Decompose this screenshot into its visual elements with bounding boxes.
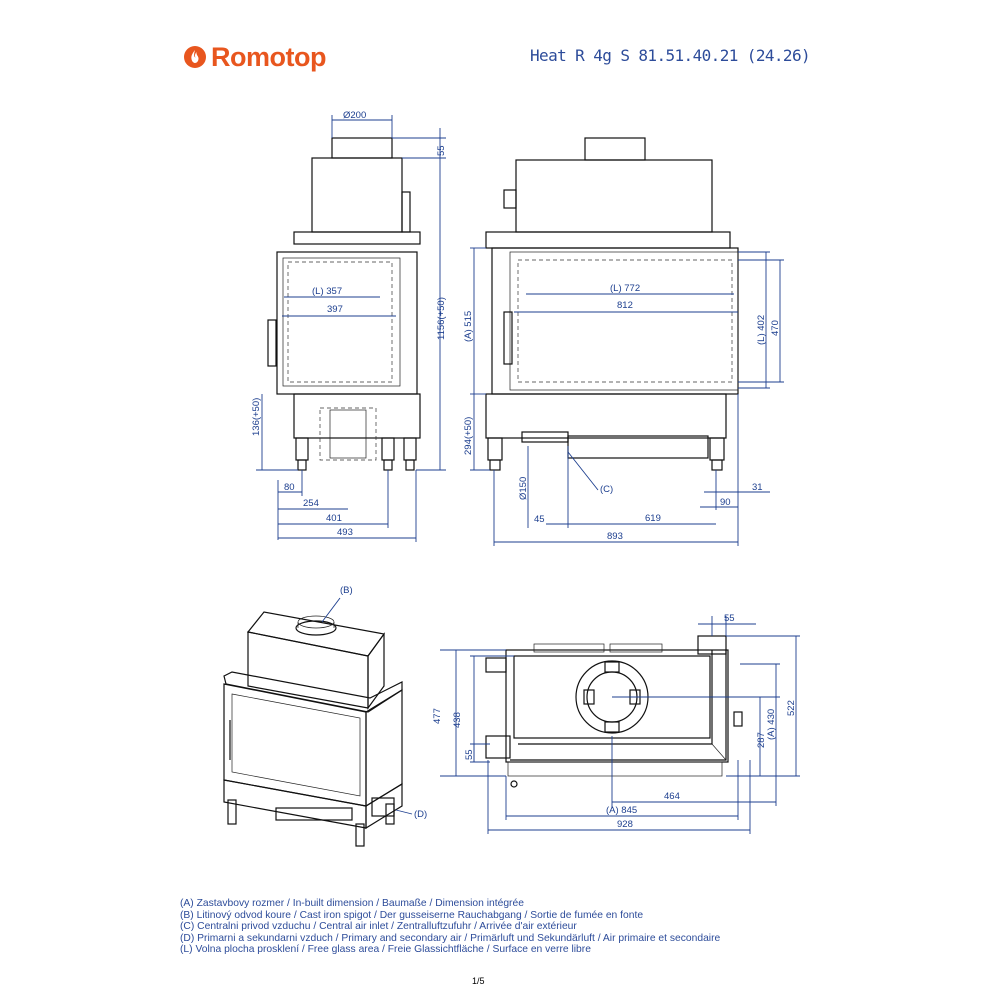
dim-side-glass-height: (L) 402: [756, 315, 767, 345]
dim-side-893: 893: [607, 531, 623, 542]
dim-side-opening-height: 470: [770, 320, 781, 336]
dim-plan-464: 464: [664, 791, 680, 802]
legend-item-l: (L) Volna plocha prosklení / Free glass …: [180, 944, 591, 956]
dim-front-493: 493: [337, 527, 353, 538]
dim-side-90: 90: [720, 497, 731, 508]
legend-item-d: (D) Primarni a sekundarni vzduch / Prima…: [180, 932, 721, 944]
legend-item-a: (A) Zastavbovy rozmer / In-built dimensi…: [180, 898, 524, 909]
dim-plan-55-left: 55: [464, 749, 475, 760]
dim-front-80: 80: [284, 482, 295, 493]
side-view: [485, 137, 739, 471]
dim-flue-diameter: Ø200: [343, 110, 366, 121]
dim-side-air-diameter: Ø150: [518, 477, 529, 500]
dim-side-619: 619: [645, 513, 661, 524]
dim-total-height: 1156(+50): [436, 297, 447, 340]
dim-front-inner-width: 397: [327, 304, 343, 315]
dim-side-45: 45: [534, 514, 545, 525]
dim-front-401: 401: [326, 513, 342, 524]
plan-dimensions: 55 477 438 55 (A) 430 287 522 464 (A) 84…: [432, 613, 800, 834]
front-dimensions: Ø200 55 1156(+50) (L) 357 397 136(+50) 8…: [251, 110, 447, 542]
iso-annotations: (B) (D): [321, 585, 427, 820]
brand-logo: Romotop: [183, 40, 326, 74]
dim-plan-55-top: 55: [724, 613, 735, 624]
dim-side-glass-width: (L) 772: [610, 283, 640, 294]
dim-plan-477: 477: [432, 708, 443, 724]
flame-icon: [184, 46, 206, 68]
dim-side-31: 31: [752, 482, 763, 493]
dim-air-inlet-height: 136(+50): [251, 398, 262, 436]
label-d: (D): [414, 809, 427, 820]
iso-view: [223, 611, 403, 847]
dim-side-inner-width: 812: [617, 300, 633, 311]
dim-plan-438: 438: [452, 712, 463, 728]
brand-name: Romotop: [211, 41, 326, 72]
label-b: (B): [340, 585, 353, 596]
page-number: 1/5: [472, 976, 485, 986]
dim-side-base-height: 294(+50): [463, 417, 474, 455]
legend-item-b: (B) Litinový odvod koure / Cast iron spi…: [180, 909, 644, 921]
model-title: Heat R 4g S 81.51.40.21 (24.26): [530, 46, 811, 65]
dim-plan-522: 522: [786, 700, 797, 716]
dim-front-glass-width: (L) 357: [312, 286, 342, 297]
dim-plan-a845: (A) 845: [606, 805, 637, 816]
plan-view: [485, 635, 743, 788]
front-view: [267, 137, 421, 471]
dim-plan-287: 287: [756, 732, 767, 748]
dim-side-air-label: (C): [600, 484, 613, 495]
legend: (A) Zastavbovy rozmer / In-built dimensi…: [180, 898, 720, 956]
legend-item-c: (C) Centralni privod vzduchu / Central a…: [180, 921, 577, 933]
dim-side-builtin-height: (A) 515: [463, 311, 474, 342]
side-dimensions: (L) 772 812 (L) 402 470 (A) 515 294(+50)…: [463, 247, 784, 546]
dim-front-254: 254: [303, 498, 319, 509]
dim-top-offset: 55: [436, 145, 447, 156]
dim-plan-a430: (A) 430: [766, 709, 777, 740]
dim-plan-928: 928: [617, 819, 633, 830]
